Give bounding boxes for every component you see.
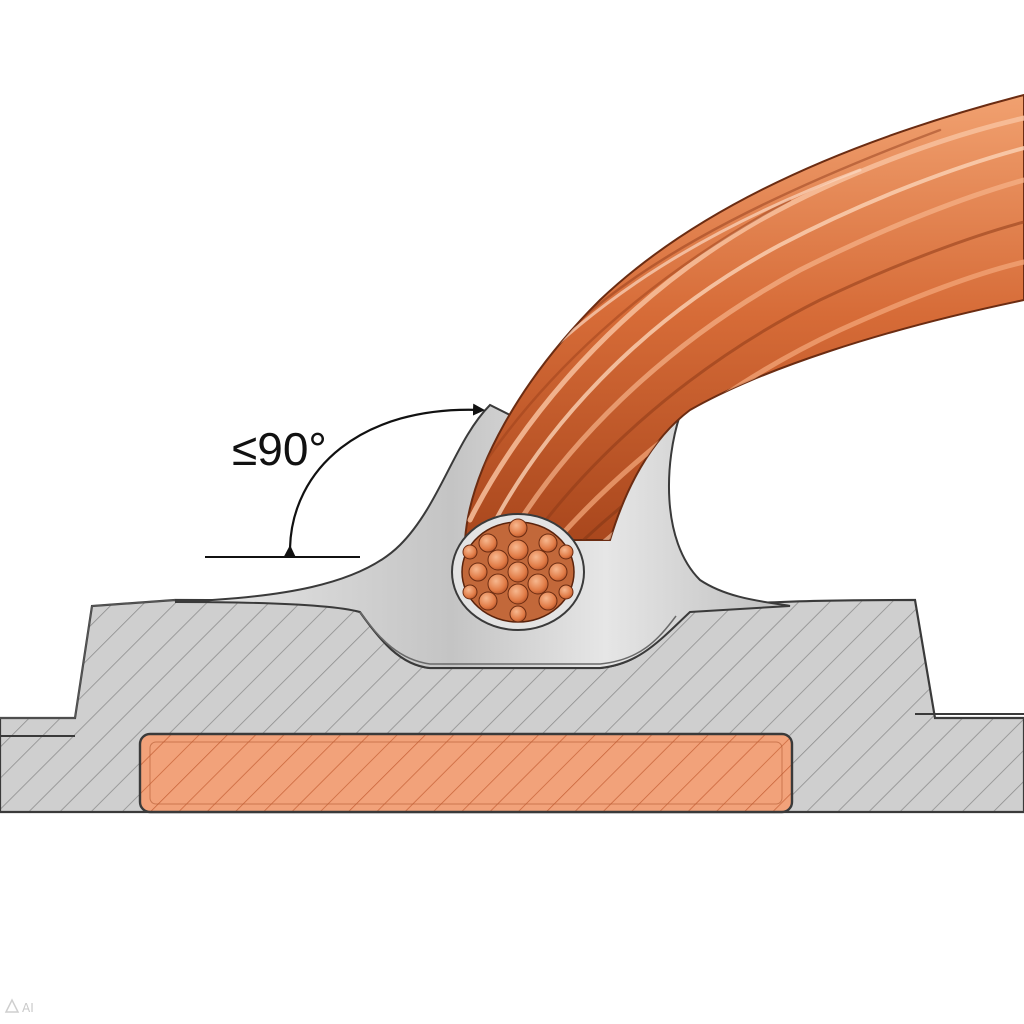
angle-dimension: ≤90° [205,403,485,558]
watermark-text: AI [22,1001,34,1015]
copper-inlay [138,732,794,814]
solder-fillet-inner-edge [359,611,677,665]
copper-inlay-bar [138,732,794,814]
strand-circles [462,518,574,623]
watermark: AI [4,998,34,1015]
angle-label: ≤90° [232,423,327,475]
wire-cross-section [451,513,585,631]
copper-inlay-inner [149,741,783,805]
wire-body [463,93,1024,541]
base-plate-top-edge [0,599,176,719]
angle-arc [283,403,485,558]
ai-logo-icon [4,998,20,1013]
stranded-wire [463,93,1024,541]
